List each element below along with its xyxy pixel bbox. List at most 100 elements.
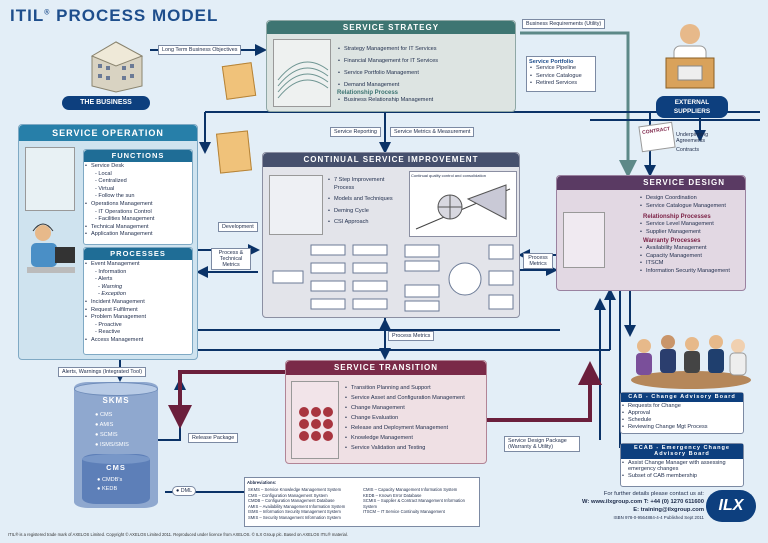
arrow-release <box>168 370 285 429</box>
website-link[interactable]: W: www.ilxgroup.com T: +44 (0) 1270 6116… <box>582 499 704 505</box>
long-term-objectives-label: Long Term Business Objectives <box>158 45 242 55</box>
cab-box: CAB - Change Advisory Board Requests for… <box>620 392 744 434</box>
relationship-process-heading: Relationship Process <box>337 90 399 96</box>
list-item: Technical Management <box>84 224 192 232</box>
transition-book <box>291 381 339 459</box>
cms-title: CMS <box>106 463 126 472</box>
strategy-list: Strategy Management for IT Services Fina… <box>337 43 438 91</box>
process-technical-metrics-label: Process & Technical Metrics <box>211 248 251 270</box>
list-item: - Facilities Management <box>95 216 155 223</box>
processes-list: Event Management- Information- Alerts- W… <box>84 260 192 345</box>
strategy-book <box>273 39 331 107</box>
processes-box: PROCESSES Event Management- Information-… <box>83 247 193 355</box>
supplier-items: Underpinning Agreements Contracts <box>676 132 709 153</box>
service-reporting-label: Service Reporting <box>330 127 381 137</box>
page-title: ITIL® PROCESS MODEL <box>10 6 219 25</box>
list-item: - Exception <box>98 291 126 298</box>
service-desk-agent-icon <box>27 223 75 273</box>
strategy-item: Strategy Management for IT Services <box>337 43 438 55</box>
service-strategy-header: SERVICE STRATEGY <box>267 21 515 34</box>
relationship-processes-heading: Relationship Processes <box>643 214 711 220</box>
warranty-processes-heading: Warranty Processes <box>643 238 701 244</box>
service-design-package-label: Service Design Package (Warranty & Utili… <box>504 436 580 452</box>
development-label: Development <box>218 222 258 232</box>
design-book <box>563 212 605 268</box>
strategy-item: Demand Management <box>337 79 438 91</box>
service-transition-header: SERVICE TRANSITION <box>286 361 486 375</box>
csi-item: 7 Step Improvement Process <box>327 177 405 192</box>
strategy-item: Service Portfolio Management <box>337 67 438 79</box>
document-icon <box>215 130 253 174</box>
building-icon <box>90 41 144 93</box>
process-metrics-right-label: Process Metrics <box>523 253 553 269</box>
list-item: Problem Management <box>84 314 192 322</box>
skms-cylinder: SKMS ● CMS ● AMIS ● SCMIS ● ISMS/SMIS CM… <box>74 382 158 508</box>
list-item: - Reactive <box>95 329 121 336</box>
email-link[interactable]: E: training@ilxgroup.com <box>633 507 704 513</box>
csi-header: CONTINUAL SERVICE IMPROVEMENT <box>263 153 519 167</box>
list-item: Service Desk <box>84 163 192 171</box>
list-item: - Virtual <box>95 185 115 192</box>
copyright-footer: ITIL® is a registered trade mark of AXEL… <box>8 532 348 537</box>
list-item: - Proactive <box>95 321 122 328</box>
cms-cylinder: CMS ● CMDB's ● KEDB <box>82 454 150 504</box>
ilx-logo: ILX <box>706 490 756 522</box>
contract-icon: CONTRACT <box>638 121 676 153</box>
list-item: - Follow the sun <box>95 193 135 200</box>
document-icon <box>221 62 257 100</box>
seven-step-flowchart <box>272 244 514 312</box>
processes-header: PROCESSES <box>84 248 192 260</box>
service-design-header: SERVICE DESIGN <box>557 176 745 190</box>
alerts-label: Alerts, Warnings (Integrated Tool) <box>58 367 146 377</box>
list-item: Application Management <box>84 231 192 239</box>
abbreviations-box: Abbreviations: SKMS – Service Knowledge … <box>244 477 480 527</box>
service-operation-panel: SERVICE OPERATION FUNCTIONS Service Desk… <box>18 124 198 360</box>
service-portfolio-box: Service Portfolio Service PipelineServic… <box>526 56 596 92</box>
release-package-label: Release Package <box>188 433 239 443</box>
arrow-business-req <box>520 31 637 178</box>
service-strategy-panel: SERVICE STRATEGY Strategy Management for… <box>266 20 516 112</box>
service-transition-panel: SERVICE TRANSITION Transition Planning a… <box>285 360 487 464</box>
dml-label: ● DML <box>172 486 197 496</box>
ecab-box: ECAB - Emergency Change Advisory Board A… <box>620 443 744 487</box>
list-item: - Information <box>95 268 127 275</box>
the-business-label: THE BUSINESS <box>62 96 150 110</box>
list-item: - Alerts <box>95 276 113 283</box>
design-list: Design Coordination Service Catalogue Ma… <box>639 195 726 210</box>
list-item: Event Management <box>84 261 192 269</box>
list-item: - Centralized <box>95 178 127 185</box>
csi-book <box>269 175 323 235</box>
service-metrics-label: Service Metrics & Measurement <box>390 127 475 137</box>
list-item: Operations Management <box>84 201 192 209</box>
arrow-design-package <box>485 361 602 422</box>
csi-item: CSI Approach <box>327 219 405 227</box>
csi-list: 7 Step Improvement Process Models and Te… <box>327 177 405 227</box>
csi-quality-chart: Continual quality control and consolidat… <box>409 171 517 237</box>
list-item: Request Fulfilment <box>84 307 192 315</box>
csi-item: Deming Cycle <box>327 208 405 216</box>
cab-header: CAB - Change Advisory Board <box>621 393 743 402</box>
list-item: - Local <box>95 170 112 177</box>
functions-list: Service Desk- Local- Centralized- Virtua… <box>84 162 192 239</box>
cab-people-icon <box>631 335 751 389</box>
transition-list: Transition Planning and Support Service … <box>344 383 465 453</box>
functions-header: FUNCTIONS <box>84 150 192 162</box>
strategy-item: Financial Management for IT Services <box>337 55 438 67</box>
csi-panel: CONTINUAL SERVICE IMPROVEMENT 7 Step Imp… <box>262 152 520 318</box>
operation-book <box>25 147 75 211</box>
business-requirements-label: Business Requirements (Utility) <box>522 19 606 29</box>
external-suppliers-label: EXTERNAL SUPPLIERS <box>656 96 728 118</box>
ecab-list: Assist Change Manager with assessing eme… <box>621 459 743 480</box>
contact-block: For further details please contact us at… <box>548 490 704 522</box>
process-metrics-label: Process Metrics <box>388 331 435 341</box>
list-item: - IT Operations Control <box>95 208 152 215</box>
ecab-header: ECAB - Emergency Change Advisory Board <box>621 444 743 459</box>
list-item: Access Management <box>84 337 192 345</box>
cab-list: Requests for Change Approval Schedule Re… <box>621 402 743 431</box>
service-operation-header: SERVICE OPERATION <box>19 125 197 141</box>
skms-list: ● CMS ● AMIS ● SCMIS ● ISMS/SMIS <box>95 412 129 448</box>
skms-title: SKMS <box>102 396 130 405</box>
supplier-person-icon <box>665 24 715 89</box>
service-design-panel: SERVICE DESIGN Design Coordination Servi… <box>556 175 746 291</box>
list-item: - Warning <box>98 283 123 290</box>
